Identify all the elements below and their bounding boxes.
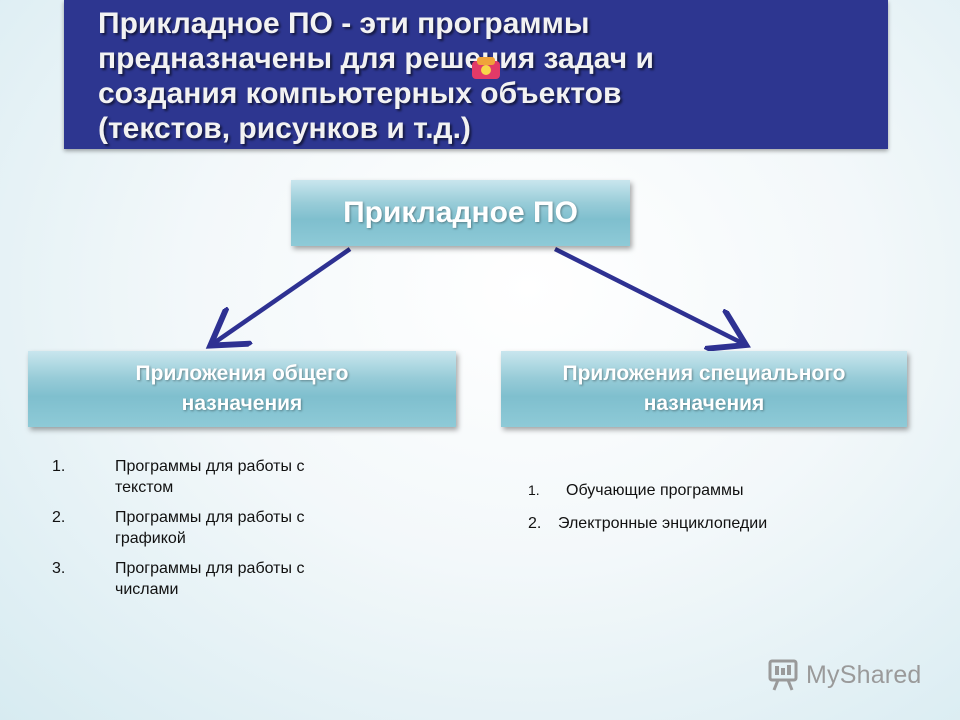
list-item-text: Обучающие программы [566, 482, 744, 499]
myshared-label: MyShared [806, 660, 922, 689]
logo-badge-icon [472, 57, 500, 79]
special-purpose-list: 1. Обучающие программы 2. Электронные энци… [528, 478, 888, 536]
list-item-number: 2. [528, 515, 542, 532]
special-purpose-line-1: Приложения специального [562, 362, 846, 385]
myshared-watermark[interactable]: MyShared [768, 657, 922, 693]
banner-line-3: создания компьютерных объектов [98, 77, 622, 110]
banner-line-4: (текстов, рисунков и т.д.) [98, 112, 471, 145]
list-item-number: 2. [52, 509, 66, 526]
list-item-line-2: числами [115, 581, 179, 598]
list-item-line-2: текстом [115, 479, 174, 496]
list-item: 2. Программы для работы с графикой [52, 507, 392, 549]
list-item: 1. Программы для работы с текстом [52, 456, 392, 498]
list-item-line-1: Программы для работы с [115, 560, 305, 577]
special-purpose-label: Приложения специального назначения [562, 359, 845, 419]
list-item: 3. Программы для работы с числами [52, 558, 392, 600]
banner-title: Прикладное ПО - эти программы предназнач… [98, 6, 878, 146]
list-item-number: 3. [52, 560, 66, 577]
banner-line-1: Прикладное ПО - эти программы [98, 7, 590, 40]
banner-line-2: предназначены для решения задач и [98, 42, 654, 75]
general-purpose-label: Приложения общего назначения [136, 359, 349, 419]
list-item: 2. Электронные энциклопедии [528, 512, 888, 536]
arrow-left [214, 247, 352, 343]
list-item-line-1: Программы для работы с [115, 458, 305, 475]
list-item-number: 1. [528, 482, 540, 498]
general-purpose-line-2: назначения [181, 392, 303, 415]
root-node: Прикладное ПО [291, 180, 630, 246]
list-item-line-1: Программы для работы с [115, 509, 305, 526]
list-item-number: 1. [52, 458, 66, 475]
list-item: 1. Обучающие программы [528, 478, 888, 512]
general-purpose-node: Приложения общего назначения [28, 351, 456, 427]
title-banner: Прикладное ПО - эти программы предназнач… [64, 0, 888, 149]
special-purpose-node: Приложения специального назначения [501, 351, 907, 427]
special-purpose-line-2: назначения [643, 392, 765, 415]
myshared-logo-icon [768, 659, 798, 691]
list-item-text: Электронные энциклопедии [558, 515, 768, 532]
general-purpose-line-1: Приложения общего [135, 362, 349, 385]
list-item-line-2: графикой [115, 530, 186, 547]
general-purpose-list: 1. Программы для работы с текстом 2. Про… [52, 456, 392, 609]
arrow-right [553, 246, 742, 343]
root-node-label: Прикладное ПО [343, 196, 578, 229]
